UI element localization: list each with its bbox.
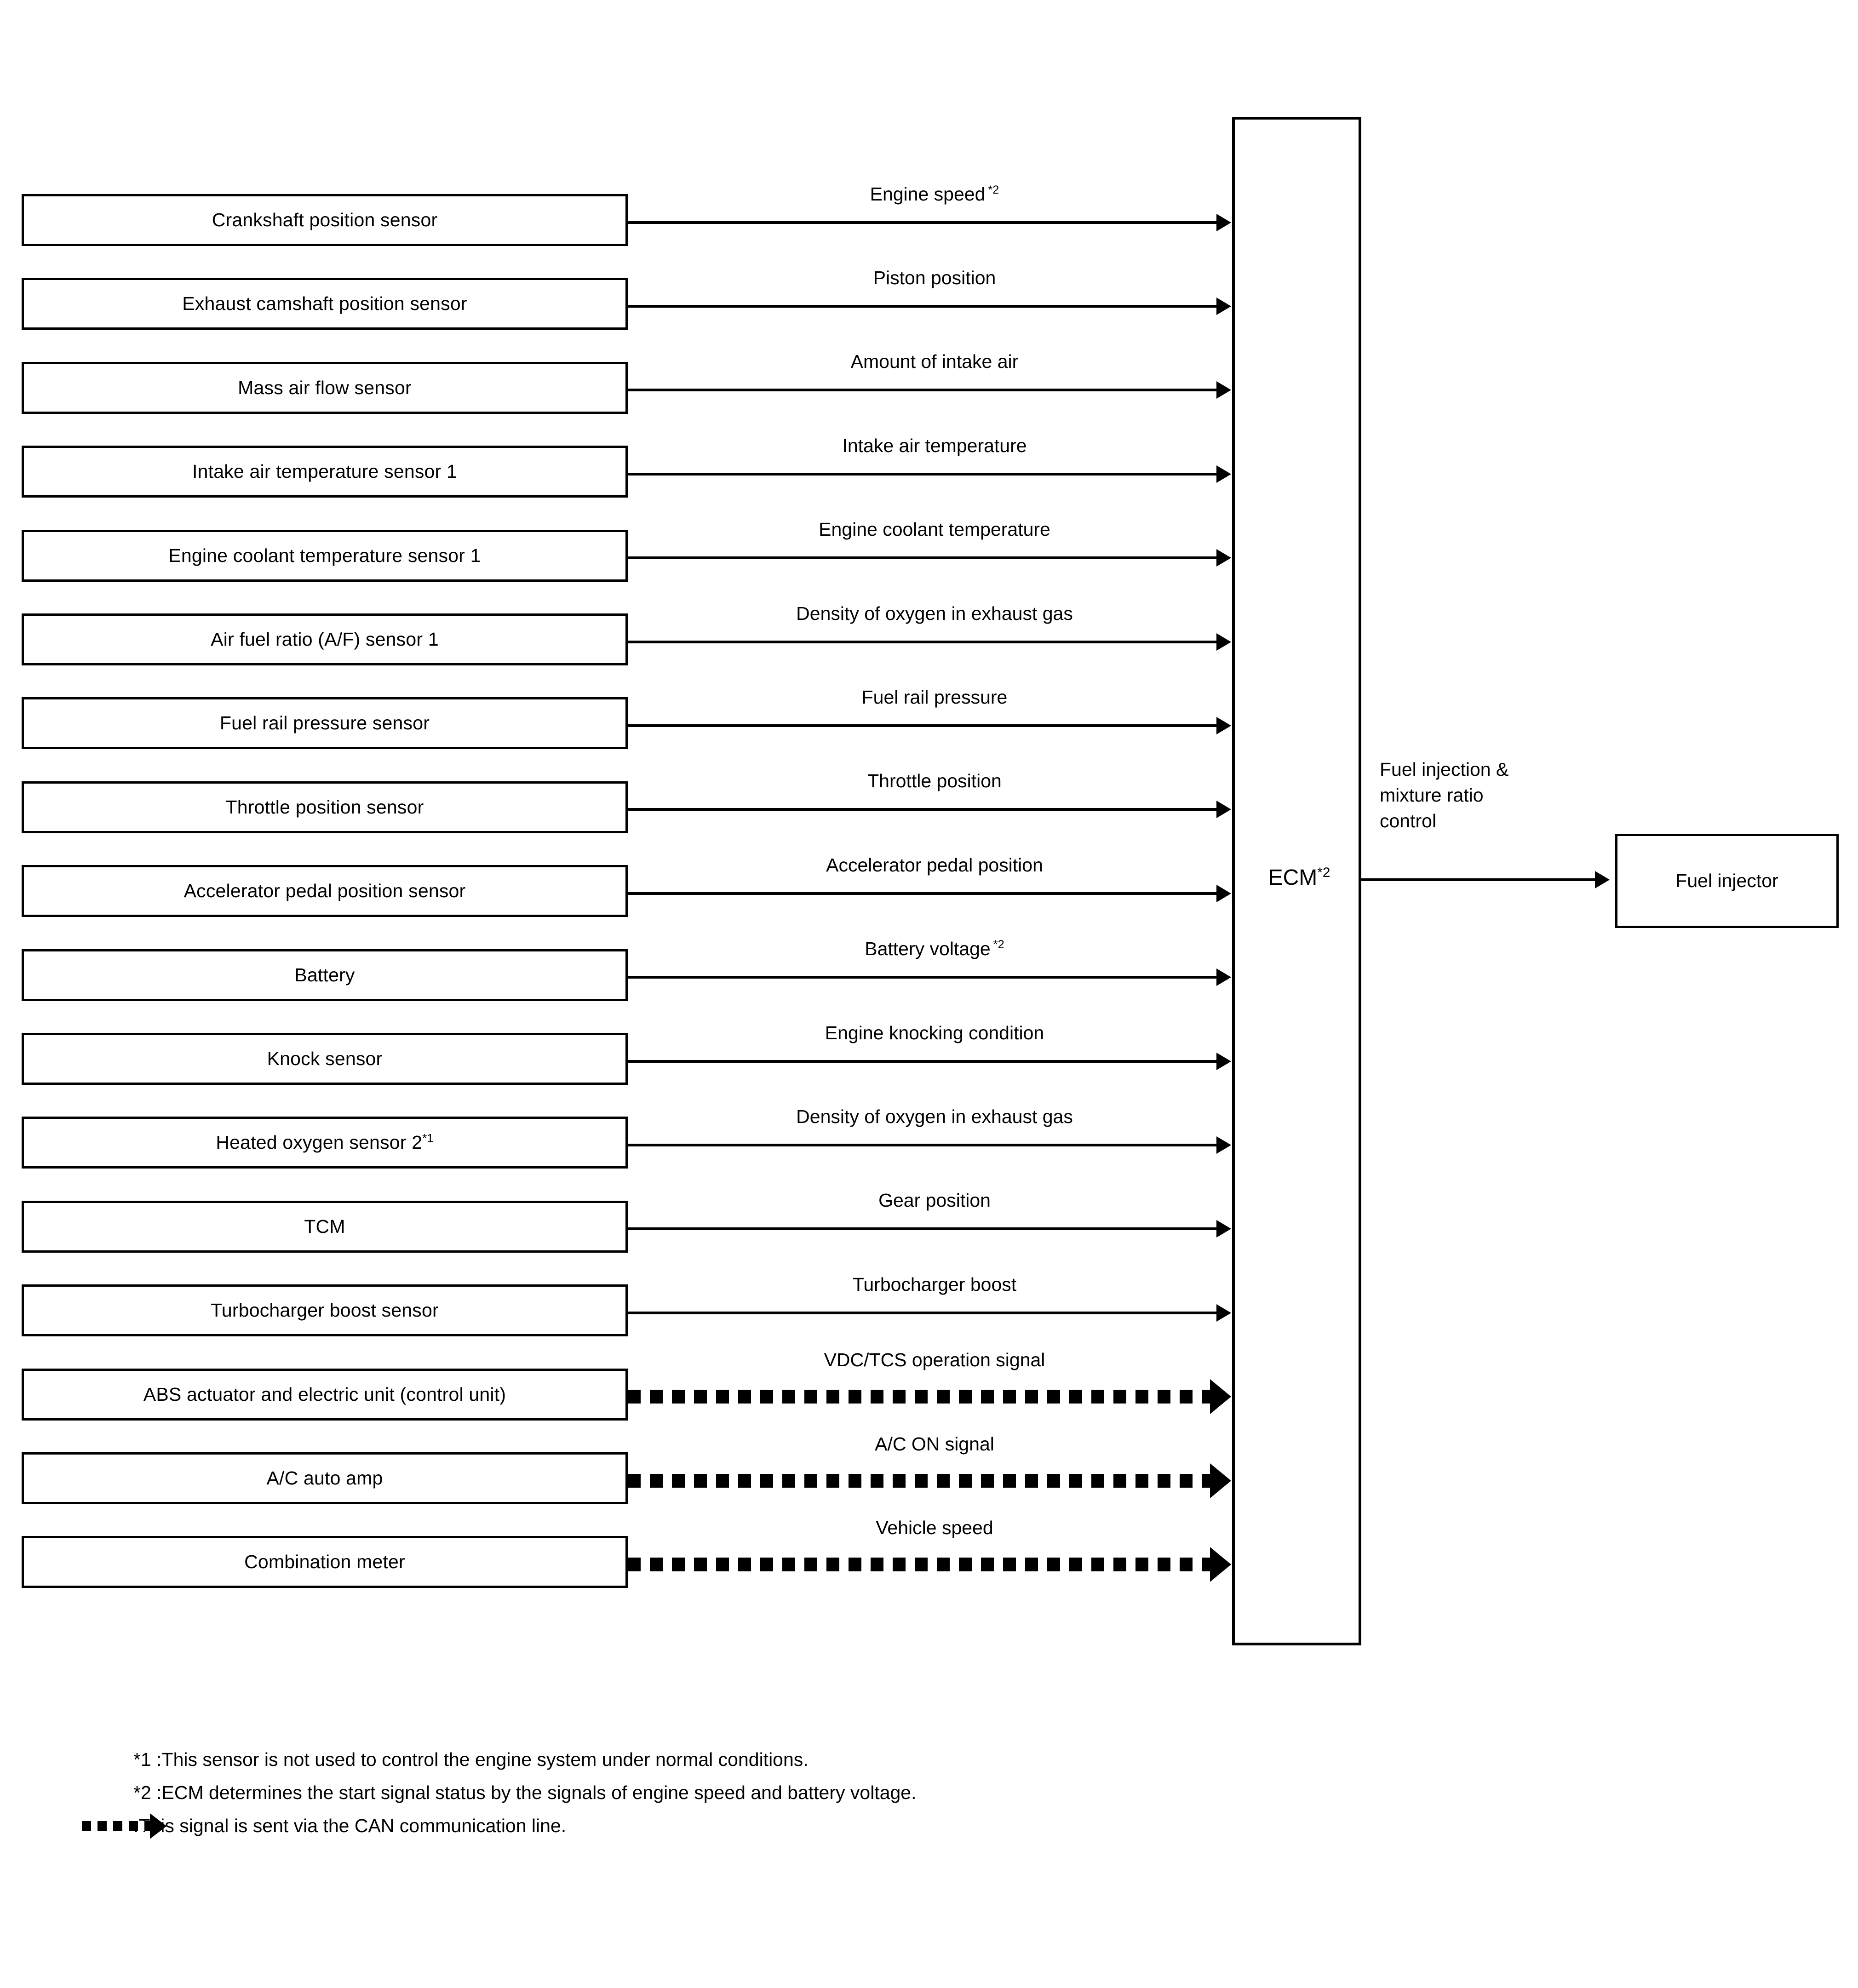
ecm-superscript: *2 <box>1317 865 1330 880</box>
footnote-item: : This signal is sent via the CAN commun… <box>82 1809 1605 1842</box>
source-box-label: Knock sensor <box>267 1048 383 1069</box>
source-box[interactable]: Turbocharger boost sensor <box>22 1284 628 1337</box>
source-box[interactable]: Heated oxygen sensor 2*1 <box>22 1117 628 1169</box>
source-box[interactable]: Throttle position sensor <box>22 781 628 833</box>
source-box[interactable]: Air fuel ratio (A/F) sensor 1 <box>22 613 628 665</box>
source-box[interactable]: TCM <box>22 1200 628 1253</box>
can-arrow-notches <box>628 1557 1211 1571</box>
signal-label: Engine speed*2 <box>870 183 999 205</box>
source-box[interactable]: Accelerator pedal position sensor <box>22 865 628 917</box>
signal-label: Engine coolant temperature <box>819 519 1050 540</box>
signal-arrow <box>628 556 1217 560</box>
source-box-label: Exhaust camshaft position sensor <box>182 293 467 315</box>
signal-label: Battery voltage*2 <box>865 938 1004 960</box>
source-box-label: Intake air temperature sensor 1 <box>192 461 457 482</box>
can-signal-arrow <box>628 1473 1211 1488</box>
footnote-item: *1 : This sensor is not used to control … <box>133 1743 1605 1776</box>
signal-label: Accelerator pedal position <box>826 854 1043 876</box>
signal-label: VDC/TCS operation signal <box>824 1349 1045 1371</box>
source-box-label: Air fuel ratio (A/F) sensor 1 <box>211 629 439 650</box>
fuel-injector-box[interactable]: Fuel injector <box>1615 834 1839 928</box>
footnote-item: *2 : ECM determines the start signal sta… <box>133 1776 1605 1809</box>
signal-label: Gear position <box>878 1190 991 1211</box>
footnotes-block: *1 : This sensor is not used to control … <box>82 1743 1605 1842</box>
fuel-injector-label: Fuel injector <box>1675 870 1778 891</box>
signal-label: Density of oxygen in exhaust gas <box>796 602 1073 624</box>
signal-label: Turbocharger boost <box>852 1273 1017 1295</box>
signal-arrow <box>628 808 1217 811</box>
signal-arrow <box>628 389 1217 392</box>
source-box-label: Crankshaft position sensor <box>212 209 438 230</box>
ecm-to-injector-arrow <box>1361 878 1596 881</box>
can-arrow-notches <box>628 1390 1211 1404</box>
source-box-label: Battery <box>294 964 355 985</box>
signal-label: Density of oxygen in exhaust gas <box>796 1106 1073 1127</box>
source-superscript: *1 <box>422 1132 434 1145</box>
source-box-label: A/C auto amp <box>266 1467 383 1489</box>
ecm-label: ECM*2 <box>1268 865 1330 890</box>
source-box[interactable]: Mass air flow sensor <box>22 361 628 414</box>
footnote-text: This sensor is not used to control the e… <box>161 1749 809 1770</box>
signal-arrow <box>628 724 1217 727</box>
source-box[interactable]: ABS actuator and electric unit (control … <box>22 1368 628 1421</box>
footnote-text: ECM determines the start signal status b… <box>161 1782 917 1803</box>
source-box[interactable]: Exhaust camshaft position sensor <box>22 278 628 330</box>
signal-superscript: *2 <box>988 183 999 196</box>
signal-arrow <box>628 976 1217 979</box>
source-box[interactable]: Battery <box>22 949 628 1001</box>
source-box[interactable]: Combination meter <box>22 1536 628 1588</box>
source-box-label: Mass air flow sensor <box>238 377 412 398</box>
source-box-label: Heated oxygen sensor 2*1 <box>216 1132 434 1153</box>
signal-arrow <box>628 221 1217 224</box>
signal-arrow <box>628 892 1217 895</box>
ecm-box[interactable] <box>1232 117 1361 1645</box>
can-arrow-icon-notches <box>82 1821 151 1831</box>
signal-label: Engine knocking condition <box>825 1022 1044 1043</box>
source-box-label: ABS actuator and electric unit (control … <box>143 1383 506 1405</box>
signal-arrow <box>628 304 1217 308</box>
signal-arrow <box>628 1311 1217 1314</box>
footnote-marker: *2 : <box>133 1782 162 1803</box>
signal-arrow <box>628 472 1217 476</box>
signal-label: Amount of intake air <box>850 351 1019 372</box>
source-box-label: Accelerator pedal position sensor <box>184 880 466 902</box>
source-box-label: Combination meter <box>244 1551 405 1573</box>
signal-label: Intake air temperature <box>842 435 1027 456</box>
source-box-label: Turbocharger boost sensor <box>211 1300 439 1321</box>
signal-arrow <box>628 1227 1217 1231</box>
can-arrow-icon <box>82 1821 151 1831</box>
can-signal-arrow <box>628 1557 1211 1571</box>
signal-label: Fuel rail pressure <box>861 686 1008 708</box>
source-box-label: Throttle position sensor <box>225 796 424 818</box>
source-box-label: TCM <box>304 1215 345 1237</box>
fuel-injection-control-label: Fuel injection & mixture ratio control <box>1380 759 1509 831</box>
source-box[interactable]: Fuel rail pressure sensor <box>22 697 628 750</box>
source-box[interactable]: Intake air temperature sensor 1 <box>22 446 628 498</box>
signal-arrow <box>628 640 1217 643</box>
signal-label: Vehicle speed <box>876 1517 993 1538</box>
source-box[interactable]: Knock sensor <box>22 1033 628 1085</box>
signal-arrow <box>628 1060 1217 1063</box>
footnote-text: This signal is sent via the CAN communic… <box>138 1815 567 1836</box>
signal-label: A/C ON signal <box>875 1433 994 1455</box>
footnote-marker: *1 : <box>133 1749 162 1770</box>
source-box[interactable]: Engine coolant temperature sensor 1 <box>22 529 628 582</box>
signal-label: Throttle position <box>867 770 1002 792</box>
can-signal-arrow <box>628 1390 1211 1404</box>
signal-superscript: *2 <box>993 938 1004 951</box>
can-arrow-notches <box>628 1473 1211 1488</box>
signal-label: Piston position <box>873 267 996 288</box>
source-box[interactable]: A/C auto amp <box>22 1452 628 1504</box>
signal-arrow <box>628 1143 1217 1146</box>
source-box[interactable]: Crankshaft position sensor <box>22 194 628 246</box>
source-box-label: Engine coolant temperature sensor 1 <box>168 544 481 566</box>
source-box-label: Fuel rail pressure sensor <box>219 712 430 734</box>
